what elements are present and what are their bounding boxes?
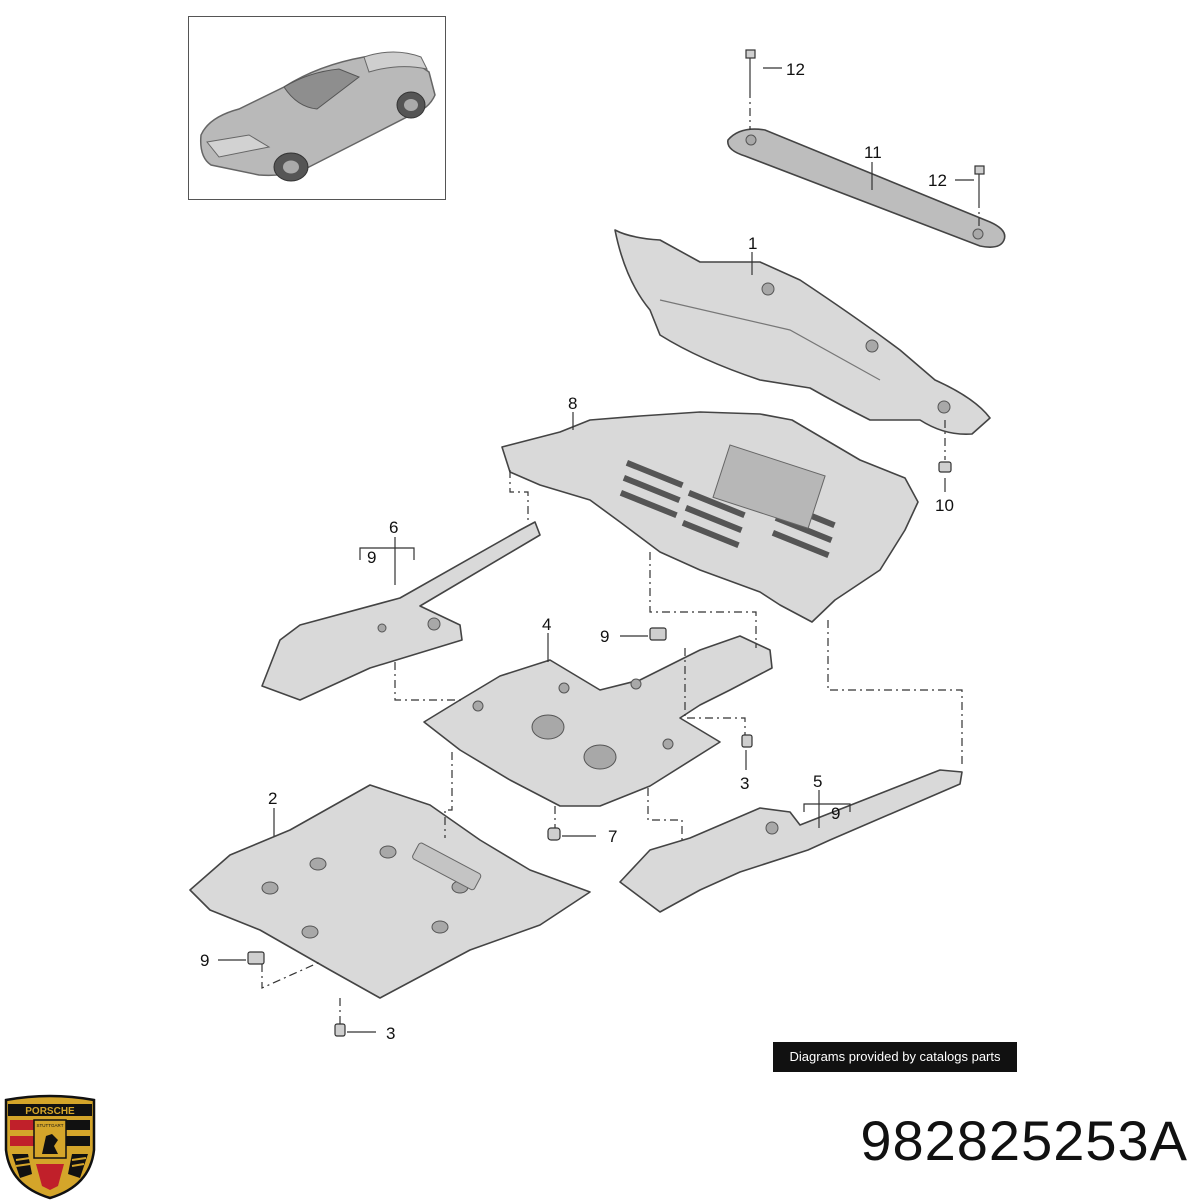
callout-6[interactable]: 6 (389, 518, 398, 537)
callout-3-middle[interactable]: 3 (740, 774, 749, 793)
part-5-right-strip[interactable] (619, 769, 963, 913)
callout-12-top[interactable]: 12 (786, 60, 805, 79)
grille-slots (619, 460, 836, 559)
credit-badge: Diagrams provided by catalogs parts (773, 1042, 1017, 1072)
porsche-crest-logo: PORSCHE STUTTGART (4, 1094, 96, 1200)
clip-9-front[interactable] (247, 951, 265, 965)
callout-11[interactable]: 11 (864, 143, 882, 162)
nut-7[interactable] (547, 827, 561, 841)
callout-9-right-strip[interactable]: 9 (831, 804, 840, 823)
crest-city: STUTTGART (37, 1123, 64, 1128)
bolt-12-right[interactable] (974, 165, 985, 230)
callout-8[interactable]: 8 (568, 394, 577, 413)
callout-10[interactable]: 10 (935, 496, 954, 515)
clip-9-middle[interactable] (649, 627, 667, 641)
crest-wordmark: PORSCHE (25, 1106, 75, 1117)
part-1-rear-panel[interactable] (614, 229, 991, 436)
part-number: 982825253A (860, 1109, 1188, 1172)
part-11-cross-member[interactable] (727, 128, 1006, 248)
callout-4[interactable]: 4 (542, 615, 551, 634)
callout-3-front[interactable]: 3 (386, 1024, 395, 1043)
assembly-lines (261, 470, 963, 1024)
callout-9-front[interactable]: 9 (200, 951, 209, 970)
car-illustration (199, 51, 436, 182)
callout-labels: 12 11 12 1 8 10 6 9 4 9 3 5 9 7 2 9 3 (200, 60, 954, 1043)
bolt-3-front[interactable] (334, 1023, 346, 1037)
vehicle-thumbnail (188, 16, 446, 200)
callout-1[interactable]: 1 (748, 234, 757, 253)
callout-7[interactable]: 7 (608, 827, 617, 846)
part-8-main-undertray[interactable] (501, 411, 919, 623)
callout-5[interactable]: 5 (813, 772, 822, 791)
callout-9-left-strip[interactable]: 9 (367, 548, 376, 567)
nut-10[interactable] (938, 461, 952, 473)
callout-leaders (218, 67, 974, 1033)
bolt-3-middle[interactable] (741, 734, 753, 748)
callout-2[interactable]: 2 (268, 789, 277, 808)
callout-12-right[interactable]: 12 (928, 171, 947, 190)
callout-9-middle[interactable]: 9 (600, 627, 609, 646)
part-2-front-undertray[interactable] (189, 784, 591, 999)
part-4-middle-undertray[interactable] (423, 635, 773, 807)
part-6-left-strip[interactable] (261, 521, 541, 701)
bolt-12-left[interactable] (745, 49, 756, 130)
